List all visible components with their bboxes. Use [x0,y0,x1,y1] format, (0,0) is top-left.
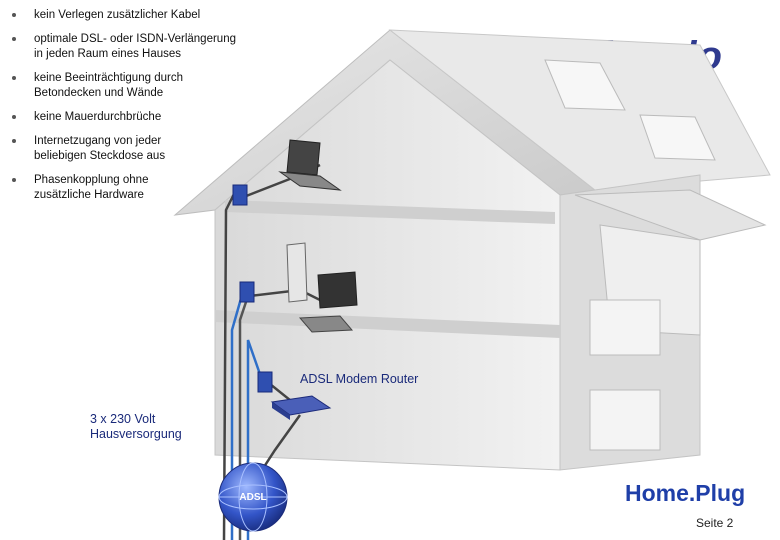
page-number: Seite 2 [696,516,734,530]
bullet-dot-icon [12,115,16,119]
laptop-icon [278,139,342,191]
bullet-item: keine Mauerdurchbrüche [10,110,280,125]
house-shape [173,29,771,471]
homeplug-brand: Home.Plug [625,480,746,506]
adsl-globe-icon: ADSL [218,462,288,532]
router-label: ADSL Modem Router [300,372,419,386]
power-label-line2: Hausversorgung [90,427,182,441]
bullet-dot-icon [12,178,16,182]
desktop-pc-icon [286,242,358,333]
globe-label: ADSL [239,492,266,503]
router-icon [270,395,332,420]
power-label-line1: 3 x 230 Volt [90,412,156,426]
bullet-dot-icon [12,76,16,80]
bullet-dot-icon [12,37,16,41]
homeplug-adapter-icon [232,184,248,206]
bullet-dot-icon [12,139,16,143]
bullet-item: kein Verlegen zusätzlicher Kabel [10,8,280,23]
bullet-dot-icon [12,13,16,17]
homeplug-adapter-icon [257,371,273,393]
homeplug-adapter-icon [239,281,255,303]
feature-list: kein Verlegen zusätzlicher Kabel optimal… [10,8,280,212]
